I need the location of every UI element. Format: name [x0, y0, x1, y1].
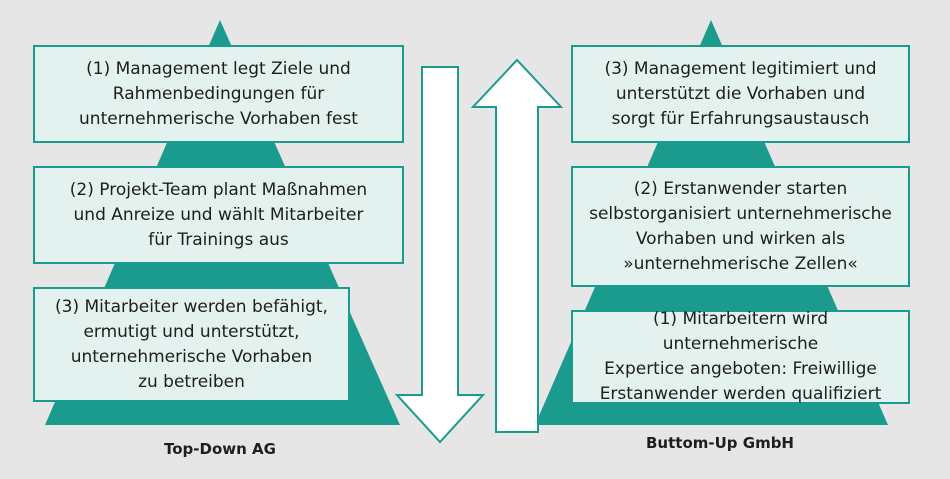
right-caption: Buttom-Up GmbH	[646, 434, 794, 452]
left-box-1: (1) Management legt Ziele und Rahmenbedi…	[33, 45, 404, 143]
right-box-1: (3) Management legitimiert und unterstüt…	[571, 45, 910, 143]
down-arrow	[394, 66, 486, 444]
left-box-3: (3) Mitarbeiter werden befähigt, ermutig…	[33, 287, 350, 402]
up-arrow	[470, 58, 564, 433]
right-box-2: (2) Erstanwender starten selbstorganisie…	[571, 166, 910, 287]
left-caption: Top-Down AG	[164, 440, 276, 458]
left-box-2: (2) Projekt-Team plant Maßnahmen und Anr…	[33, 166, 404, 264]
right-box-3: (1) Mitarbeitern wird unternehmerische E…	[571, 309, 910, 404]
